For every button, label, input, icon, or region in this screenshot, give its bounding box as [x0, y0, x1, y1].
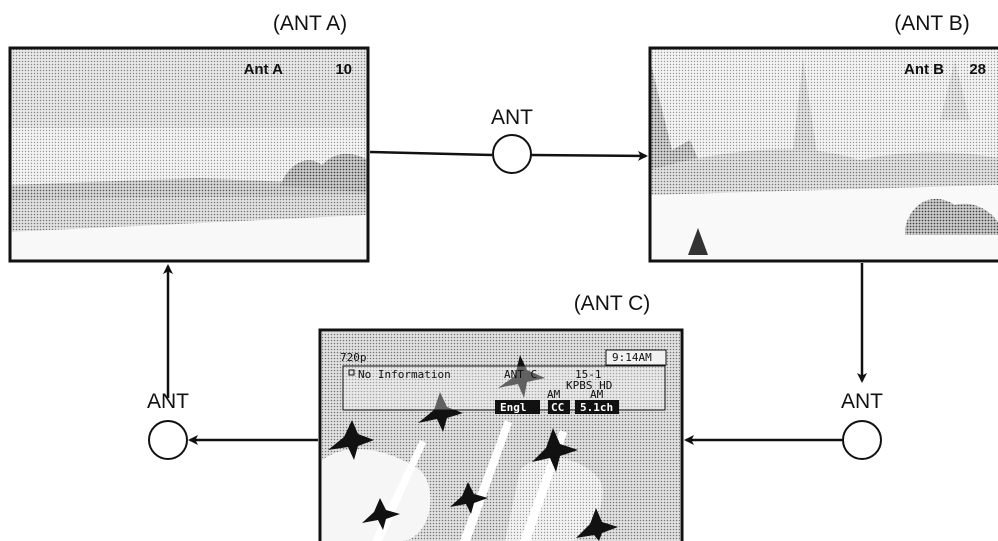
resolution-label: 720p	[340, 351, 367, 364]
caption-ant-b: (ANT B)	[894, 12, 969, 35]
arrow-to-screen-b	[530, 150, 648, 161]
screen-ant-b: Ant B 28	[648, 46, 998, 263]
station-name: KPBS HD	[566, 379, 612, 392]
ant-a-overlay-channel: 10	[335, 61, 352, 78]
jet-silhouettes	[328, 355, 618, 541]
program-title: No Information	[358, 368, 451, 381]
ant-button-left-label: ANT	[147, 390, 189, 413]
ant-button-left-circle[interactable]	[148, 420, 188, 460]
ant-button-right[interactable]: ANT	[841, 390, 883, 460]
channel-number: 15-1	[575, 368, 602, 381]
ant-button-left[interactable]: ANT	[147, 390, 189, 460]
ant-b-overlay-channel: 28	[969, 61, 986, 78]
screen-ant-a: Ant A 10	[8, 46, 370, 263]
ant-button-top-label: ANT	[491, 106, 533, 129]
ant-button-right-circle[interactable]	[842, 420, 882, 460]
screen-ant-c: 720p 9:14AM No Information ANT C 15-1 KP…	[318, 328, 684, 541]
audio-format-badge: 5.1ch	[580, 401, 613, 414]
audio-language-badge: Engl	[500, 401, 527, 414]
flow-arrows	[163, 150, 867, 445]
time-start: AM	[547, 388, 561, 401]
caption-ant-c: (ANT C)	[574, 292, 651, 315]
time-end: AM	[590, 388, 604, 401]
screen-ant-a-frame	[8, 46, 370, 263]
antenna-label: ANT C	[504, 368, 537, 381]
screen-ant-b-frame	[648, 46, 998, 263]
ant-button-top-circle[interactable]	[492, 134, 532, 174]
screen-ant-c-frame	[318, 328, 684, 541]
cc-badge: CC	[551, 401, 564, 414]
line-a-to-button	[369, 150, 493, 157]
ant-b-overlay-name: Ant B	[904, 61, 944, 78]
clock-label: 9:14AM	[612, 351, 652, 364]
caption-ant-a: (ANT A)	[273, 12, 347, 35]
ant-button-right-label: ANT	[841, 390, 883, 413]
channel-info-banner: 720p 9:14AM No Information ANT C 15-1 KP…	[340, 349, 667, 414]
ant-button-top[interactable]: ANT	[491, 106, 533, 174]
ant-a-overlay-name: Ant A	[244, 61, 284, 78]
